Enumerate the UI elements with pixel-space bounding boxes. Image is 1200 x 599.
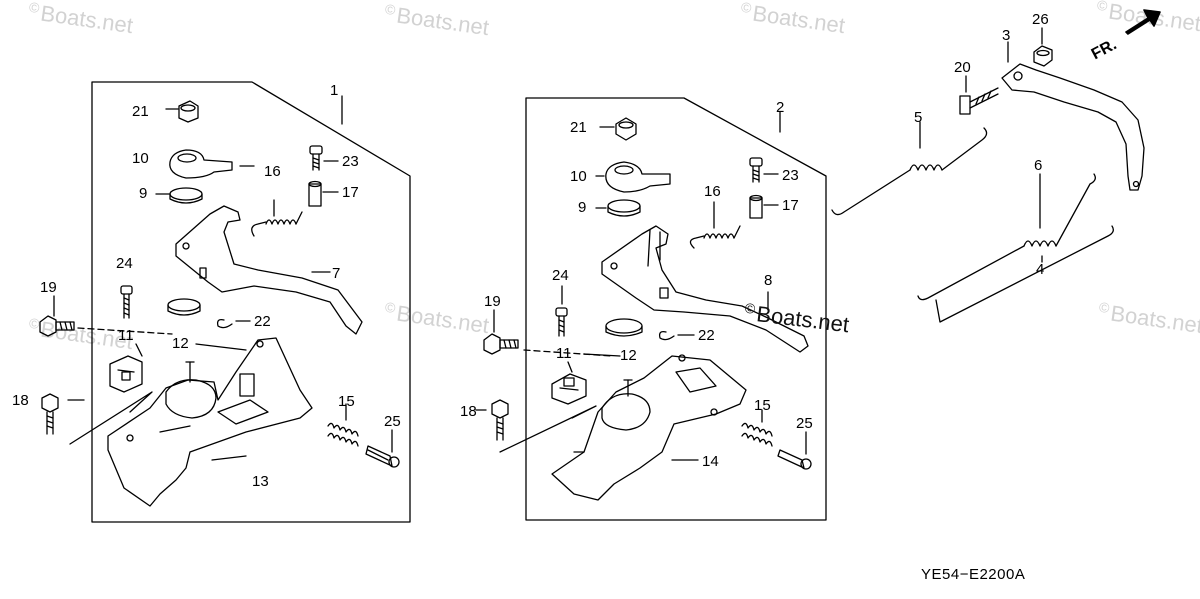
- part-label: 9: [139, 185, 147, 202]
- leader-line: [583, 353, 621, 357]
- part-label: 21: [570, 119, 587, 136]
- part-24-bolt-middle: [555, 285, 568, 337]
- part-label: 22: [698, 327, 715, 344]
- part-11-clip-left: [109, 355, 143, 393]
- part-label: 26: [1032, 11, 1049, 28]
- part-10-cam-left: [169, 149, 233, 179]
- part-label: 24: [552, 267, 569, 284]
- part-8-lever-middle: [601, 225, 809, 353]
- part-label: 2: [776, 99, 784, 116]
- diagram-code: YE54−E2200A: [921, 566, 1026, 583]
- part-label: 8: [764, 272, 772, 289]
- part-15-spring-left: [327, 403, 359, 447]
- part-16-spring-left: [251, 199, 303, 237]
- part-label: 16: [704, 183, 721, 200]
- part-26-nut: [1033, 27, 1053, 67]
- part-21-nut-middle: [599, 117, 637, 141]
- front-arrow-label: FR.: [1089, 36, 1120, 63]
- part-3-lever-arm: [1001, 41, 1145, 191]
- part-21-nut-left: [165, 100, 199, 123]
- part-label: 6: [1034, 157, 1042, 174]
- part-13-base-left: [107, 337, 313, 507]
- part-label: 24: [116, 255, 133, 272]
- part-label: 10: [132, 150, 149, 167]
- assembly-frame-1: [91, 81, 411, 523]
- part-label: 19: [484, 293, 501, 310]
- part-label: 3: [1002, 27, 1010, 44]
- part-23-bolt-left: [309, 145, 339, 171]
- part-20-bolt: [959, 75, 999, 115]
- part-label: 12: [620, 347, 637, 364]
- part-label: 15: [338, 393, 355, 410]
- part-22-clip-middle: [658, 330, 695, 341]
- part-label: 5: [914, 109, 922, 126]
- part-25-screw-middle: [777, 431, 812, 470]
- front-arrow: [1125, 9, 1161, 35]
- part-label: 1: [330, 82, 338, 99]
- part-label: 14: [702, 453, 719, 470]
- part-label: 11: [556, 345, 572, 362]
- part-17-collar-left: [308, 180, 339, 207]
- part-label: 13: [252, 473, 269, 490]
- part-11-clip-middle: [551, 361, 587, 405]
- leader-line: [195, 343, 247, 351]
- part-label: 25: [796, 415, 813, 432]
- part-14-base-middle: [551, 354, 747, 501]
- part-label: 11: [118, 327, 134, 344]
- part-16-spring-middle: [689, 201, 741, 249]
- part-label: 21: [132, 103, 149, 120]
- part-label: 22: [254, 313, 271, 330]
- part-19-bolt-left: [39, 315, 173, 337]
- part-label: 15: [754, 397, 771, 414]
- part-5-spring-rod: [831, 121, 988, 216]
- part-9-washer-middle: [595, 199, 641, 217]
- leader-line: [499, 405, 597, 453]
- part-10-cam-middle: [595, 161, 671, 193]
- part-label: 9: [578, 199, 586, 216]
- part-label: 20: [954, 59, 971, 76]
- part-label: 19: [40, 279, 57, 296]
- part-label: 12: [172, 335, 189, 352]
- part-18-bolt-middle: [475, 399, 509, 441]
- part-label: 17: [342, 184, 359, 201]
- part-label: 10: [570, 168, 587, 185]
- part-24-bolt-left: [120, 285, 133, 319]
- part-25-screw-left: [365, 429, 400, 468]
- part-label: 17: [782, 197, 799, 214]
- part-label: 23: [342, 153, 359, 170]
- part-label: 25: [384, 413, 401, 430]
- part-18-bolt-left: [41, 393, 59, 435]
- part-label: 16: [264, 163, 281, 180]
- part-label: 7: [332, 265, 340, 282]
- part-12-washer-middle: [605, 318, 643, 337]
- part-4-rod: [935, 225, 1114, 323]
- part-6-spring-rod: [917, 173, 1096, 301]
- assembly-frame-2: [525, 97, 827, 521]
- leader-line: [211, 455, 247, 461]
- part-12-washer-left: [167, 298, 201, 316]
- part-23-bolt-middle: [749, 157, 779, 183]
- part-labels: 1 21 10 9 23 17 16 7 24 19 22 11 12 18 1…: [12, 11, 1120, 490]
- leader-line: [69, 391, 153, 445]
- part-7-lever-left: [175, 205, 363, 335]
- part-9-washer-left: [155, 187, 203, 204]
- leader-line: [135, 343, 143, 357]
- part-label: 18: [12, 392, 29, 409]
- part-15-spring-middle: [741, 409, 773, 447]
- part-label: 4: [1036, 261, 1044, 278]
- part-17-collar-middle: [749, 194, 779, 219]
- part-label: 18: [460, 403, 477, 420]
- part-19-bolt-middle: [483, 309, 613, 357]
- part-22-clip-left: [216, 318, 251, 329]
- part-label: 23: [782, 167, 799, 184]
